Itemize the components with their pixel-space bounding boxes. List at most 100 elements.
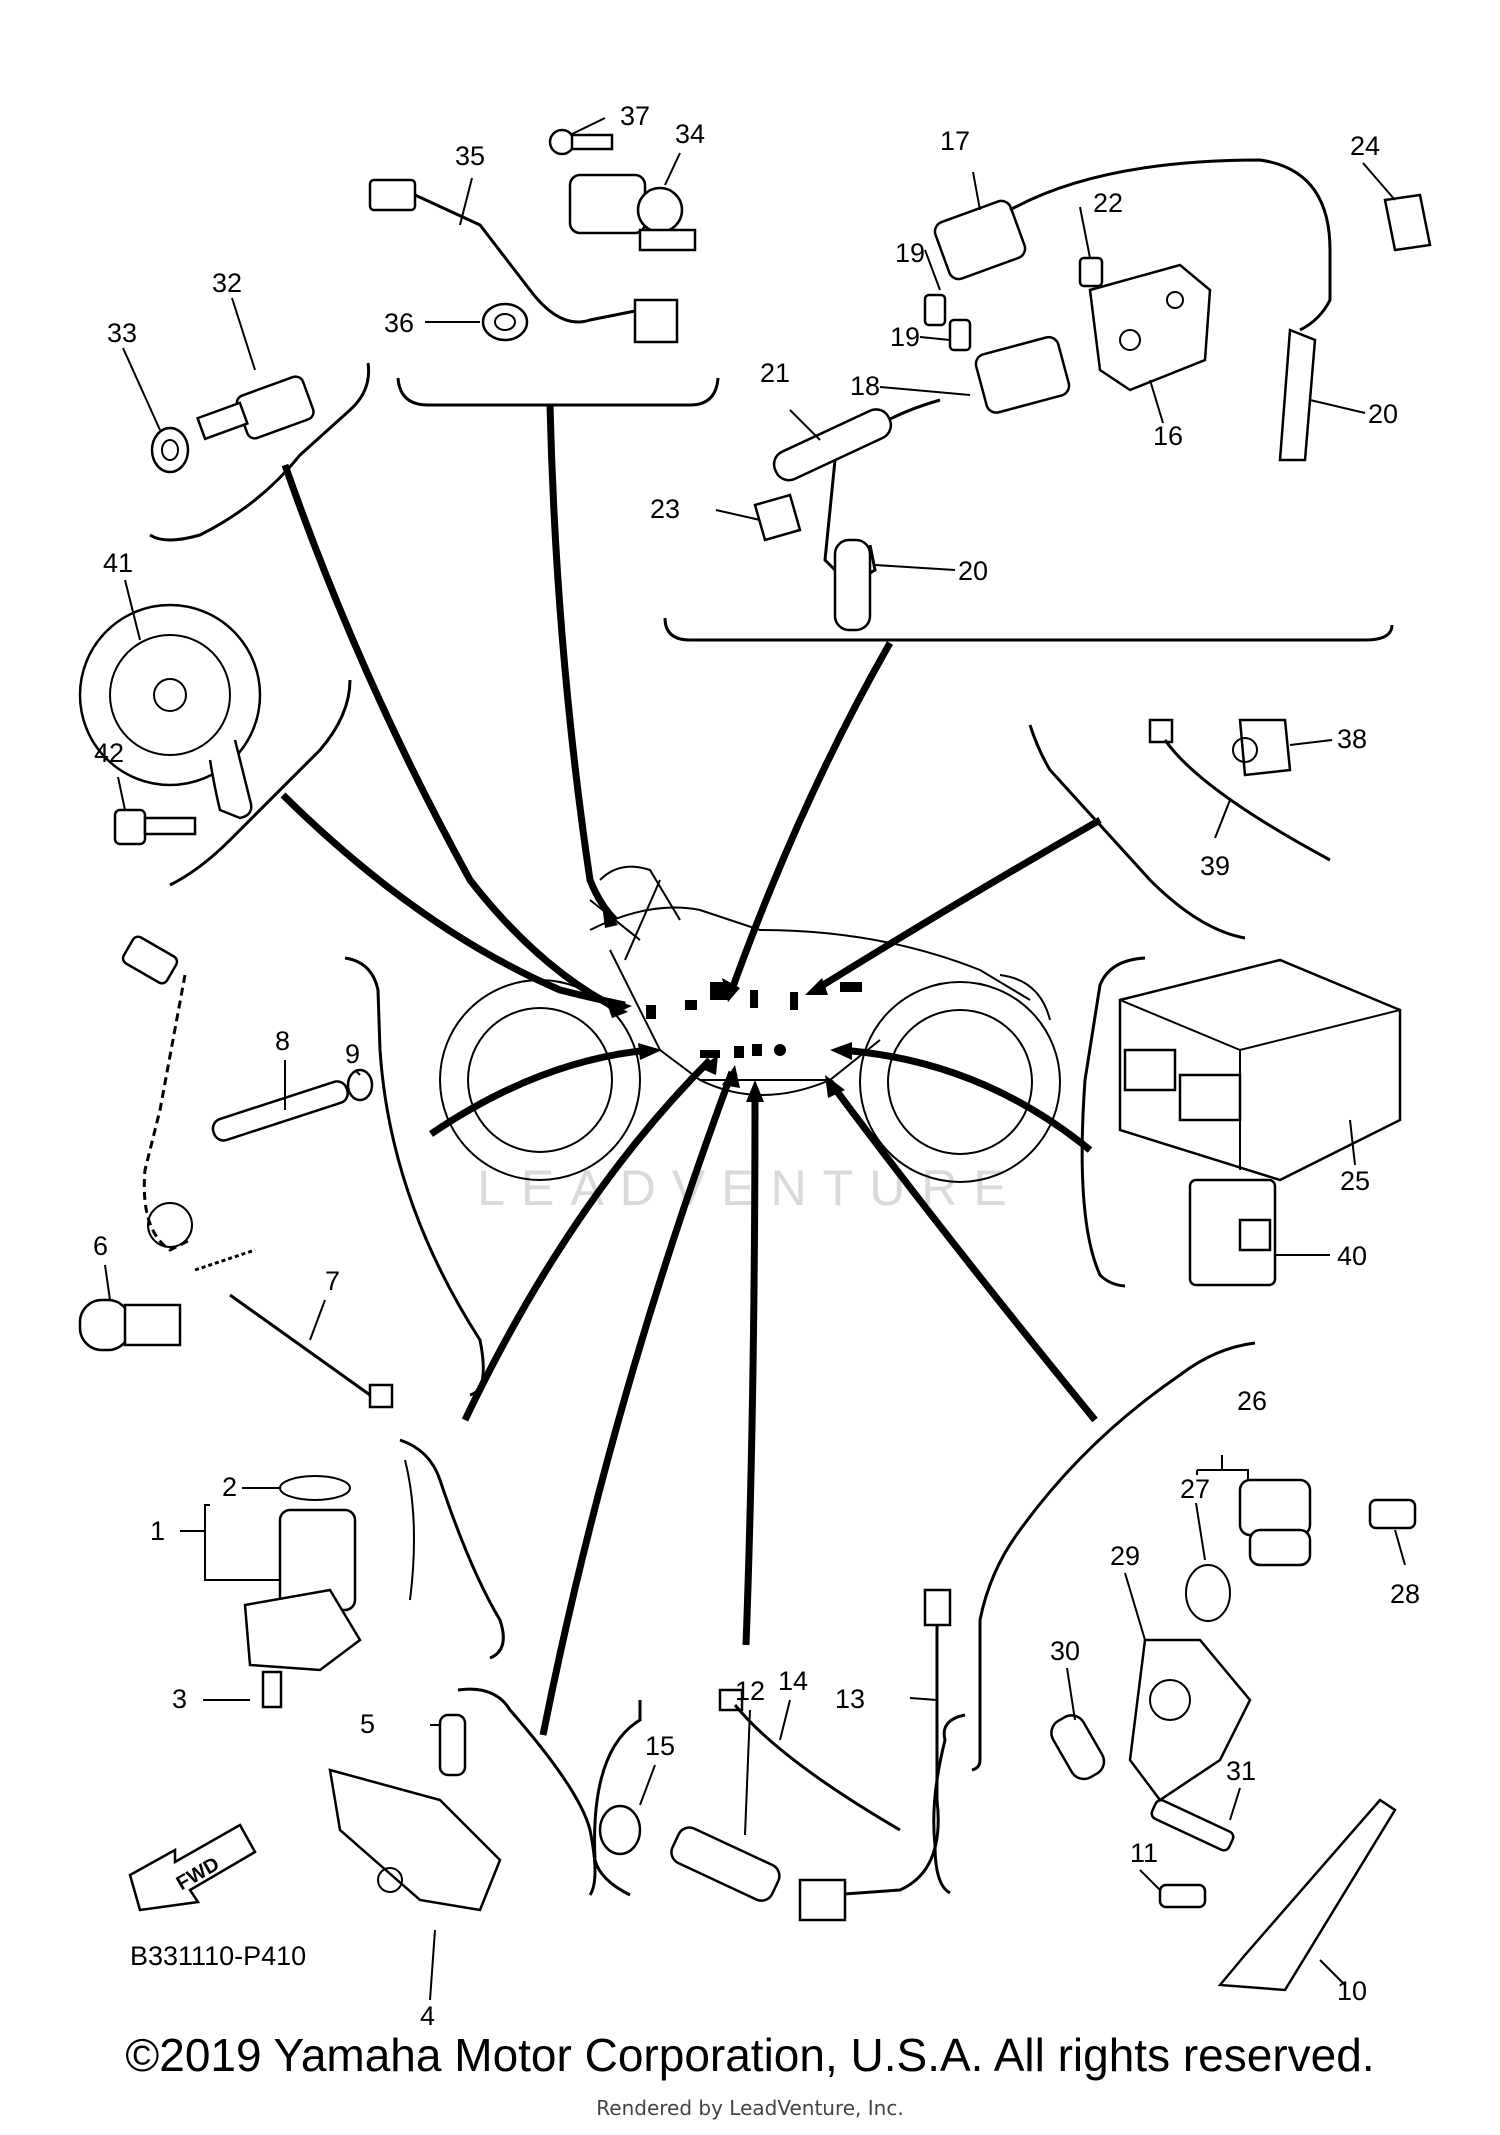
callout-4: 4	[420, 2001, 435, 2031]
callout-19b: 19	[890, 322, 920, 352]
crank-sensor-part	[1238, 1478, 1312, 1567]
o-ring-part	[279, 1475, 351, 1501]
switch-screw-part	[261, 1670, 283, 1709]
sensor-lead-13-part	[798, 1588, 952, 1922]
diagram-code: B331110-P410	[130, 1941, 306, 1971]
nut-part	[346, 1068, 374, 1102]
callout-27: 27	[1180, 1474, 1210, 1504]
bike-part-markers	[646, 982, 862, 1058]
sensor-4-part	[328, 1768, 502, 1912]
callout-7: 7	[325, 1266, 340, 1296]
sidestand-switch-part	[78, 1248, 256, 1352]
callout-35: 35	[455, 141, 485, 171]
ignition-coil-upper-part	[933, 158, 1332, 332]
callout-34: 34	[675, 119, 705, 149]
kick-lever-part	[121, 935, 193, 1252]
callout-21: 21	[760, 358, 790, 388]
cable-tie-part	[1148, 718, 1331, 862]
plug-cap-upper-part	[1278, 328, 1317, 462]
coil-bolt-c-part	[1078, 256, 1104, 288]
speed-sensor-part	[568, 173, 697, 252]
callout-40: 40	[1337, 1241, 1367, 1271]
callout-3: 3	[172, 1684, 187, 1714]
callout-24: 24	[1350, 131, 1380, 161]
ecu-part	[1118, 958, 1402, 1182]
plate-10-part	[1217, 1798, 1397, 1992]
callout-12: 12	[735, 1676, 765, 1706]
grommet-part	[481, 302, 529, 342]
callout-15: 15	[645, 1731, 675, 1761]
relay-part	[1188, 1178, 1277, 1287]
sensor-screw-part	[438, 1713, 467, 1777]
callout-16: 16	[1153, 421, 1183, 451]
callout-26: 26	[1237, 1386, 1267, 1416]
ignition-coil-lower-part	[974, 335, 1071, 414]
sensor-bolt-part	[548, 128, 614, 156]
bolt-31-part	[1150, 1798, 1235, 1852]
callout-25: 25	[1340, 1166, 1370, 1196]
group-dividers	[149, 362, 1394, 1897]
tie-14-part	[718, 1688, 901, 1832]
copyright-notice: ©2019 Yamaha Motor Corporation, U.S.A. A…	[125, 2029, 1375, 2081]
callout-2: 2	[222, 1472, 237, 1502]
callout-13: 13	[835, 1684, 865, 1714]
callout-36: 36	[384, 308, 414, 338]
shaft-part	[211, 1080, 349, 1142]
callout-17: 17	[940, 126, 970, 156]
callout-41: 41	[103, 548, 133, 578]
clamp-a-part	[753, 493, 802, 542]
callout-leaders	[104, 117, 1406, 2001]
callout-numbers: 1 2 3 4 5 6 7 8 9 10 11 12 13 14 15 16 1…	[93, 101, 1420, 2031]
cover-tube-part	[772, 408, 893, 482]
callout-37: 37	[620, 101, 650, 131]
callout-20b: 20	[958, 556, 988, 586]
callout-19a: 19	[895, 238, 925, 268]
callout-38: 38	[1337, 724, 1367, 754]
washer-15-part	[598, 1804, 642, 1856]
watermark: LEADVENTURE	[477, 1160, 1023, 1216]
washer-part	[150, 426, 190, 474]
callout-42: 42	[94, 738, 124, 768]
callout-22: 22	[1093, 188, 1123, 218]
callout-29: 29	[1110, 1541, 1140, 1571]
rendered-by-credit: Rendered by LeadVenture, Inc.	[596, 2096, 904, 2120]
collar-30-part	[1050, 1714, 1106, 1781]
horn-bolt-part	[113, 808, 197, 846]
harness-clamp-part	[1232, 718, 1292, 777]
callout-20a: 20	[1368, 399, 1398, 429]
callout-39: 39	[1200, 851, 1230, 881]
callout-23: 23	[650, 494, 680, 524]
coil-bracket-part	[1088, 263, 1212, 392]
temp-sensor-part	[195, 375, 315, 441]
callout-1: 1	[150, 1516, 165, 1546]
horn-part	[78, 603, 262, 820]
callout-10: 10	[1337, 1976, 1367, 2006]
callout-30: 30	[1050, 1636, 1080, 1666]
callout-11: 11	[1130, 1838, 1158, 1868]
oil-sensor-part	[670, 1826, 781, 1902]
callout-28: 28	[1390, 1579, 1420, 1609]
sensor-lead-part	[368, 178, 679, 344]
neutral-switch-part	[243, 1459, 415, 1672]
coil-bolt-b-part	[948, 318, 972, 352]
motorcycle-silhouette	[439, 865, 1061, 1183]
o-ring-27-part	[1185, 1564, 1231, 1622]
callout-33: 33	[107, 318, 137, 348]
callout-31: 31	[1226, 1756, 1256, 1786]
callout-14: 14	[778, 1666, 808, 1696]
callout-8: 8	[275, 1026, 290, 1056]
callout-9: 9	[345, 1039, 360, 1069]
callout-32: 32	[212, 268, 242, 298]
switch-tie-part	[229, 1293, 394, 1409]
leader-lines	[280, 404, 1102, 1736]
bolt-28-part	[1368, 1498, 1417, 1530]
callout-18: 18	[850, 371, 880, 401]
coil-bolt-a-part	[923, 293, 947, 327]
bolt-11-part	[1158, 1883, 1207, 1909]
sensor-bracket-29-part	[1128, 1638, 1252, 1802]
callout-6: 6	[93, 1231, 108, 1261]
fwd-arrow-icon: FWD	[128, 1823, 257, 1912]
clamp-b-part	[1383, 193, 1432, 252]
callout-5: 5	[360, 1709, 375, 1739]
